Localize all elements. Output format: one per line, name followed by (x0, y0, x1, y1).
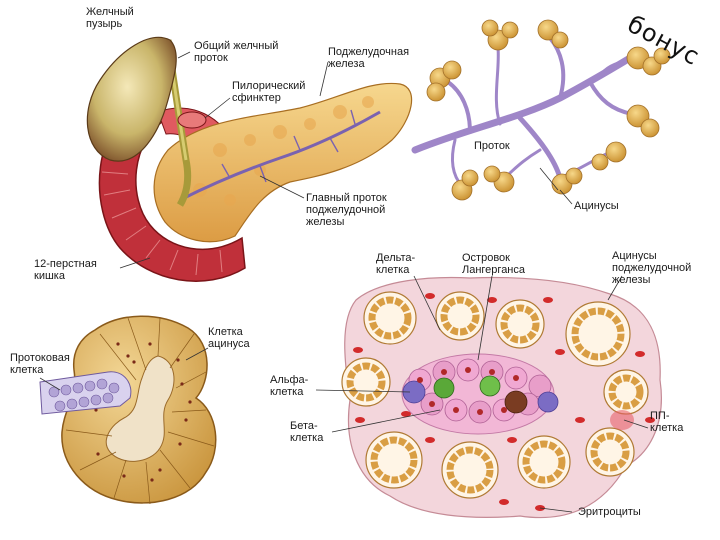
pyloric-sphincter-illustration (177, 111, 207, 129)
label-duct: Проток (474, 140, 510, 152)
label-pyloric-sphincter: Пилорический сфинктер (232, 80, 306, 104)
label-pancreatic-acini: Ацинусы поджелудочной железы (612, 250, 692, 286)
label-islet-of-langerhans: Островок Лангерганса (462, 252, 525, 276)
label-main-pancreatic-duct: Главный проток поджелудочной железы (306, 192, 387, 228)
pancreas-illustration (153, 82, 413, 243)
label-ductal-cell: Протоковая клетка (10, 352, 70, 376)
label-pancreas: Поджелудочная железа (328, 46, 410, 70)
gross-anatomy-illustration (86, 36, 413, 282)
label-beta-cell: Бета- клетка (290, 420, 324, 444)
label-acini: Ацинусы (574, 200, 619, 212)
label-erythrocytes: Эритроциты (578, 506, 641, 518)
main-pancreatic-duct-illustration (179, 110, 381, 202)
gallbladder-illustration (86, 36, 177, 162)
label-common-bile-duct: Общий желчный проток (194, 40, 279, 64)
acinus-illustration (39, 315, 217, 505)
label-delta-cell: Дельта- клетка (376, 252, 416, 276)
label-duodenum: 12-перстная кишка (34, 258, 97, 282)
label-pp-cell: ПП- клетка (650, 410, 684, 434)
label-alpha-cell: Альфа- клетка (270, 374, 309, 398)
label-acinus-cell: Клетка ацинуса (208, 326, 250, 350)
islet-section-illustration (315, 275, 662, 519)
label-gallbladder: Желчный пузырь (86, 6, 134, 30)
duct-tree-illustration (411, 19, 671, 205)
